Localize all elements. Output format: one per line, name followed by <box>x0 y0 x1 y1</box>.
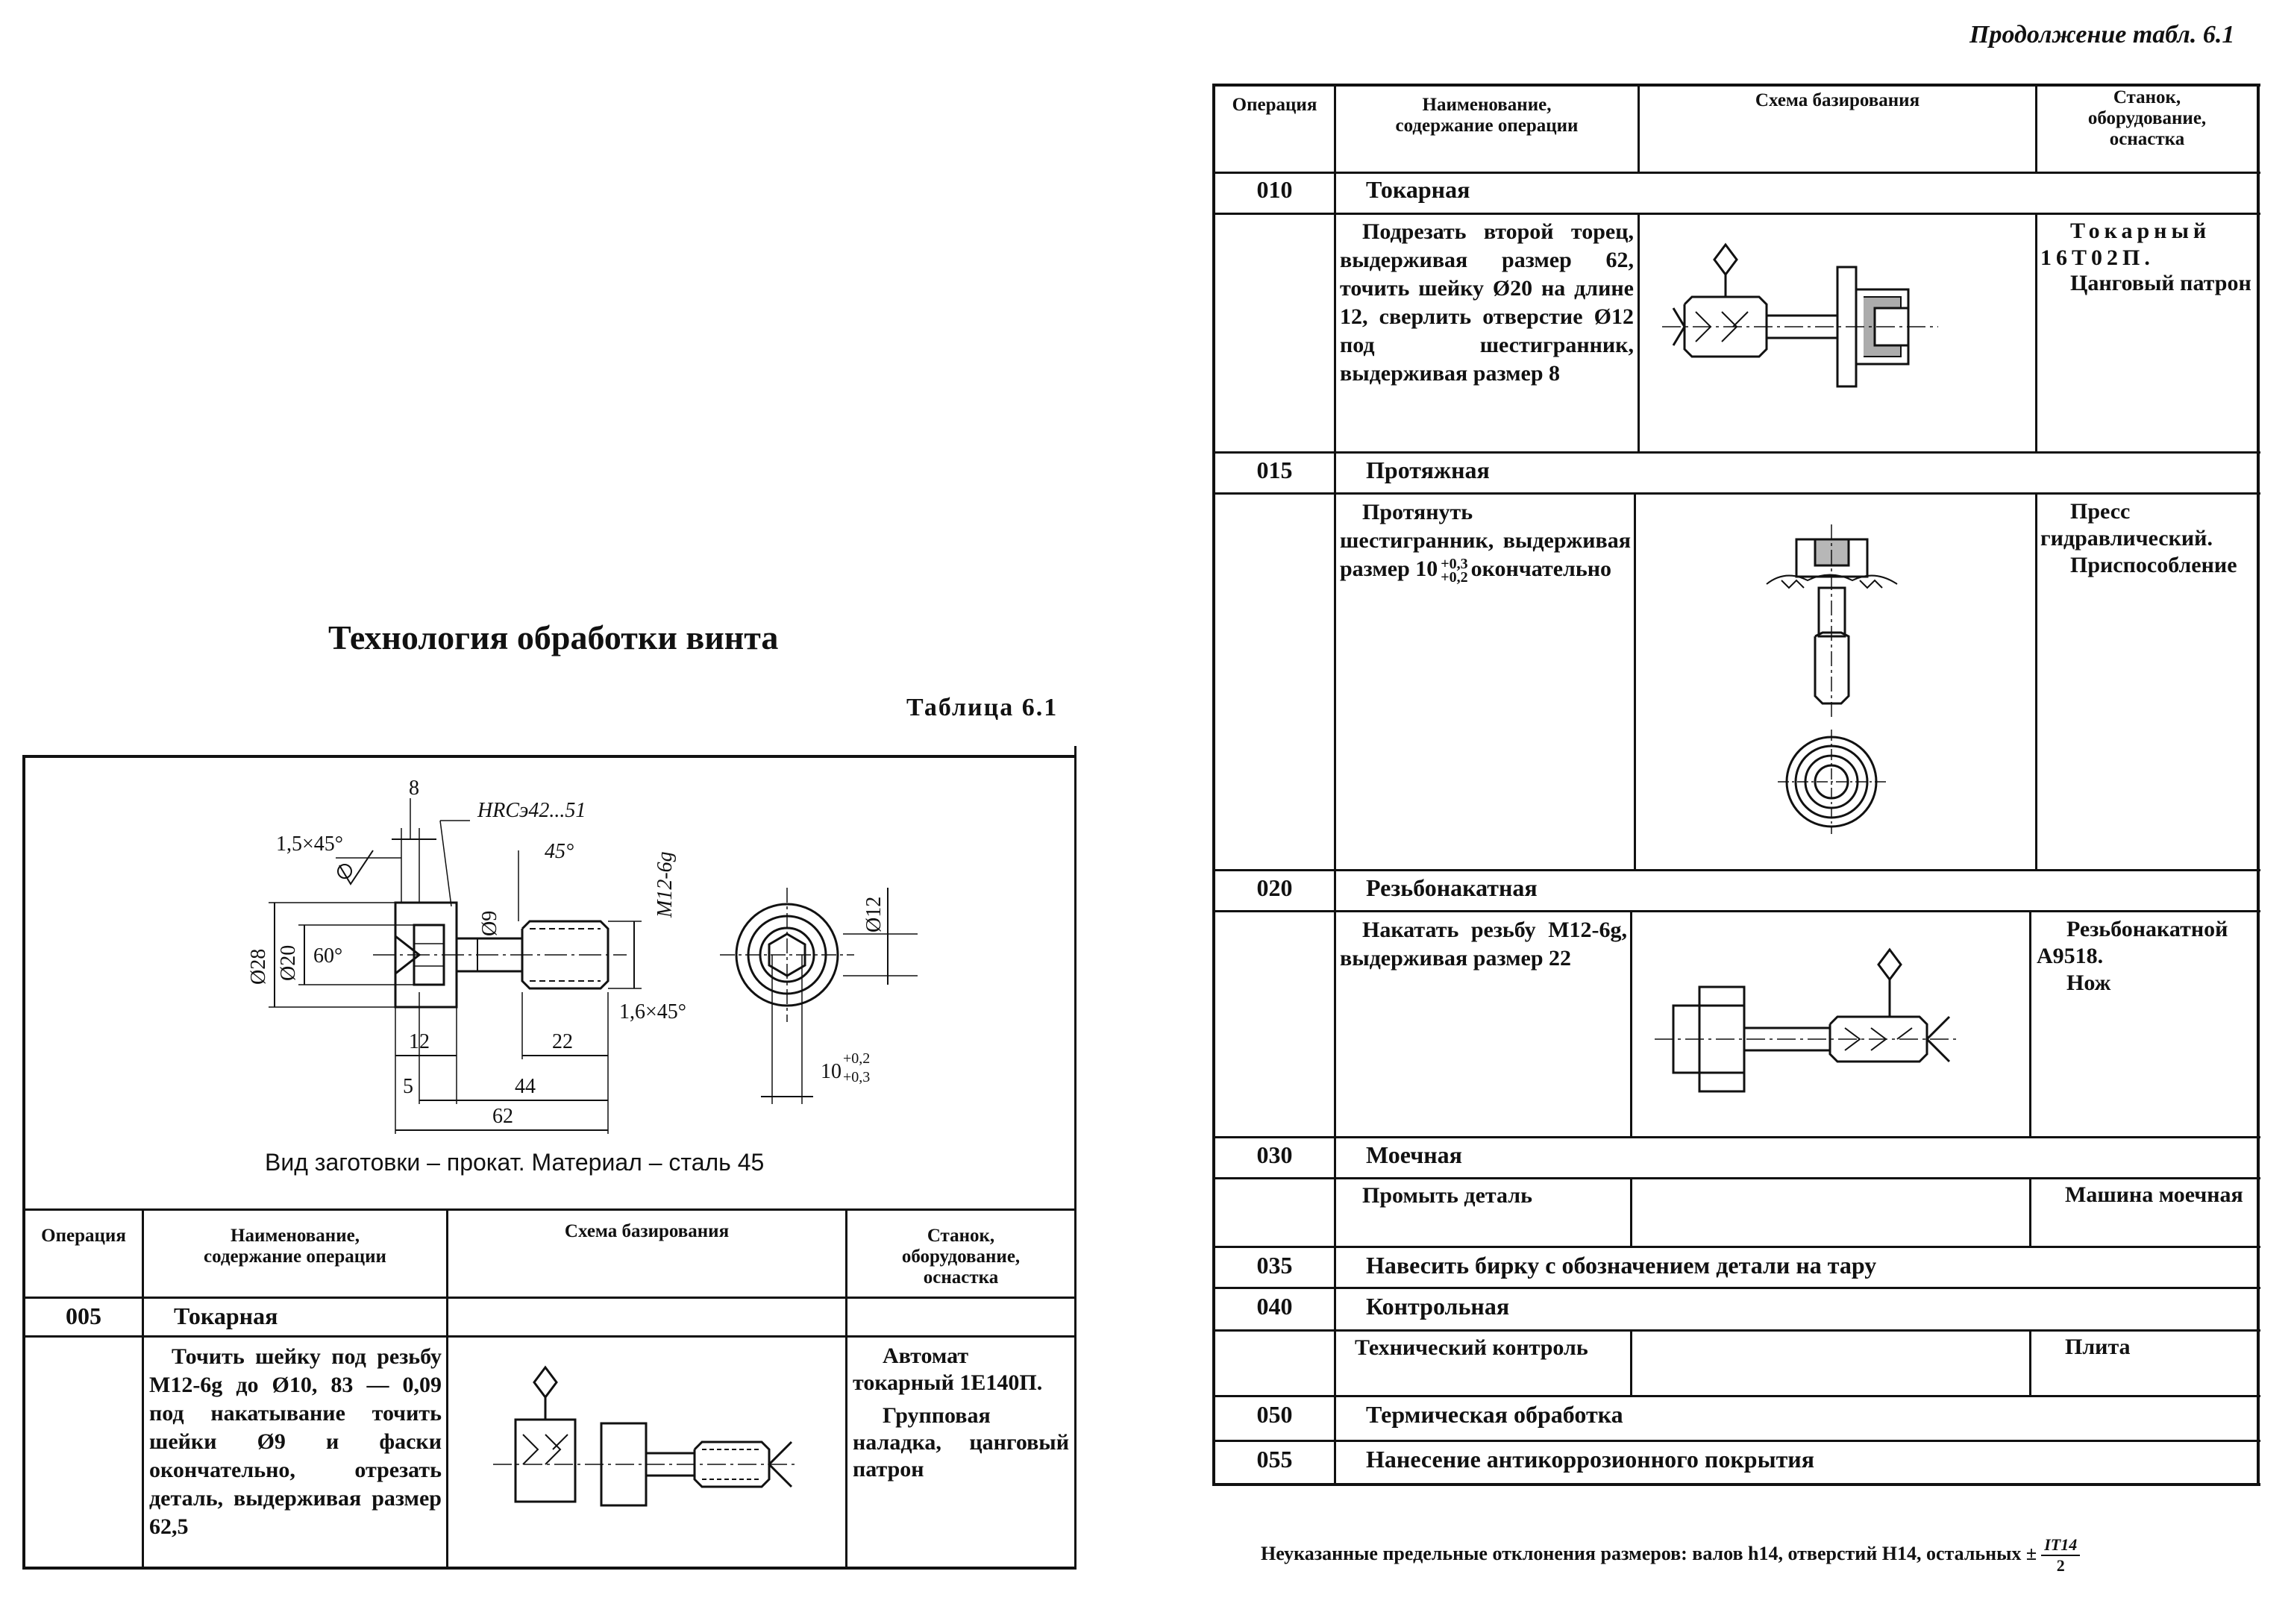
angle-45-label: 45° <box>545 840 574 863</box>
op-015-scheme <box>1636 495 2035 869</box>
footnote-fraction-num: IT14 <box>2041 1535 2081 1556</box>
d12-label: Ø12 <box>862 897 886 932</box>
op-020-description: Накатать резьбу М12-6g, выдерживая разме… <box>1340 918 1627 971</box>
dim-22-label: 22 <box>552 1030 573 1053</box>
op-015-name: Протяжная <box>1366 457 1490 483</box>
dim-44-label: 44 <box>515 1075 536 1098</box>
d9-label: Ø9 <box>478 911 501 936</box>
d28-label: Ø28 <box>247 949 270 985</box>
op-005-name: Токарная <box>174 1302 278 1329</box>
dim-62-label: 62 <box>492 1105 513 1128</box>
op-020-equipment-2: Нож <box>2066 971 2111 995</box>
op-020-equipment-1: Резьбонакатной А9518. <box>2037 917 2228 968</box>
op-020-scheme <box>1632 912 2029 1136</box>
dim-5-label: 5 <box>403 1075 413 1098</box>
op-040-number: 040 <box>1256 1293 1293 1320</box>
op-040-name: Контрольная <box>1366 1293 1510 1320</box>
col-header-scheme: Схема базирования <box>564 1221 730 1241</box>
op-030-description: Промыть деталь <box>1362 1183 1532 1208</box>
hex-tol-upper: +0,2 <box>843 1050 870 1067</box>
op-050-name: Термическая обработка <box>1366 1401 1623 1428</box>
op-040-equipment: Плита <box>2065 1335 2131 1359</box>
col-header-equipment: Станок, оборудование, оснастка <box>901 1226 1021 1288</box>
op-050-number: 050 <box>1256 1401 1293 1428</box>
op-030-equipment: Машина моечная <box>2065 1182 2243 1207</box>
angle-60-label: 60° <box>313 944 342 968</box>
op-035-number: 035 <box>1256 1252 1293 1279</box>
op-055-number: 055 <box>1256 1446 1293 1473</box>
op-015-tol-upper: +0,3 <box>1441 556 1468 573</box>
hex-tol-lower: +0,3 <box>843 1069 870 1085</box>
hrc-label: HRCэ42...51 <box>477 799 586 822</box>
op-020-scheme-svg <box>1655 947 1961 1093</box>
chamfer-2-label: 1,6×45° <box>619 1000 686 1023</box>
r-col-header-equipment: Станок, оборудование, оснастка <box>2087 87 2207 149</box>
page-title: Технология обработки винта <box>328 618 779 656</box>
op-010-equipment-1: Токарный 16Т02П. <box>2040 219 2211 270</box>
continuation-label: Продолжение табл. 6.1 <box>1969 21 2235 48</box>
op-010-equipment-2: Цанговый патрон <box>2070 271 2251 295</box>
op-015-number: 015 <box>1256 457 1293 483</box>
op-020-number: 020 <box>1256 874 1293 901</box>
op-030-number: 030 <box>1256 1141 1293 1168</box>
op-055-name: Нанесение антикоррозионного покрытия <box>1366 1446 1815 1473</box>
col-header-operation: Операция <box>41 1226 126 1246</box>
dim-12-label: 12 <box>409 1030 430 1053</box>
r-col-header-scheme: Схема базирования <box>1755 90 1920 110</box>
r-col-header-operation: Операция <box>1232 95 1317 115</box>
col-header-name: Наименование, содержание операции <box>204 1226 386 1267</box>
op-020-name: Резьбонакатная <box>1366 874 1538 901</box>
table-label: Таблица 6.1 <box>906 694 1059 721</box>
part-drawing: 8 HRCэ42...51 1,5×45° 45° M12-6g Ø28 Ø20… <box>224 776 933 1149</box>
op-010-name: Токарная <box>1366 176 1470 203</box>
op-015-equipment-2: Приспособление <box>2070 553 2237 577</box>
op-005-equipment-2: Групповая наладка, цанговый патрон <box>853 1403 1069 1482</box>
op-015-scheme-svg <box>1766 524 1898 834</box>
op-010-description: Подрезать второй торец, выдерживая разме… <box>1340 219 1634 386</box>
op-010-scheme-svg <box>1662 242 1938 388</box>
op-015-description: Протянуть шестигранник, выдерживая разме… <box>1340 500 1631 585</box>
op-015-tol-lower: +0,2 <box>1441 569 1468 585</box>
part-drawing-svg: 8 HRCэ42...51 1,5×45° 45° M12-6g Ø28 Ø20… <box>247 777 918 1134</box>
op-010-number: 010 <box>1256 176 1293 203</box>
op-005-scheme-svg <box>493 1365 799 1507</box>
d20-label: Ø20 <box>277 945 300 981</box>
footnote: Неуказанные предельные отклонения размер… <box>1261 1535 2081 1576</box>
r-col-header-name: Наименование, содержание операции <box>1395 95 1579 136</box>
chamfer-1-label: 1,5×45° <box>276 833 343 856</box>
op-005-equipment-1: Автомат токарный 1Е140П. <box>853 1344 1043 1395</box>
op-010-scheme <box>1640 215 2035 451</box>
material-caption: Вид заготовки – прокат. Материал – сталь… <box>265 1149 765 1176</box>
op-030-name: Моечная <box>1366 1141 1462 1168</box>
thread-label: M12-6g <box>654 851 677 918</box>
op-015-equipment-1: Пресс гидравлический. <box>2040 499 2213 551</box>
dim-8-label: 8 <box>409 777 419 800</box>
op-035-name: Навесить бирку с обозначением детали на … <box>1366 1252 1877 1279</box>
footnote-fraction-den: 2 <box>2056 1556 2065 1575</box>
op-005-number: 005 <box>66 1302 101 1329</box>
op-005-scheme <box>448 1338 845 1567</box>
op-005-description: Точить шейку под резьбу М12-6g до Ø10, 8… <box>149 1344 442 1539</box>
op-040-description: Технический контроль <box>1355 1335 1588 1360</box>
hex-label: 10 <box>821 1060 842 1083</box>
